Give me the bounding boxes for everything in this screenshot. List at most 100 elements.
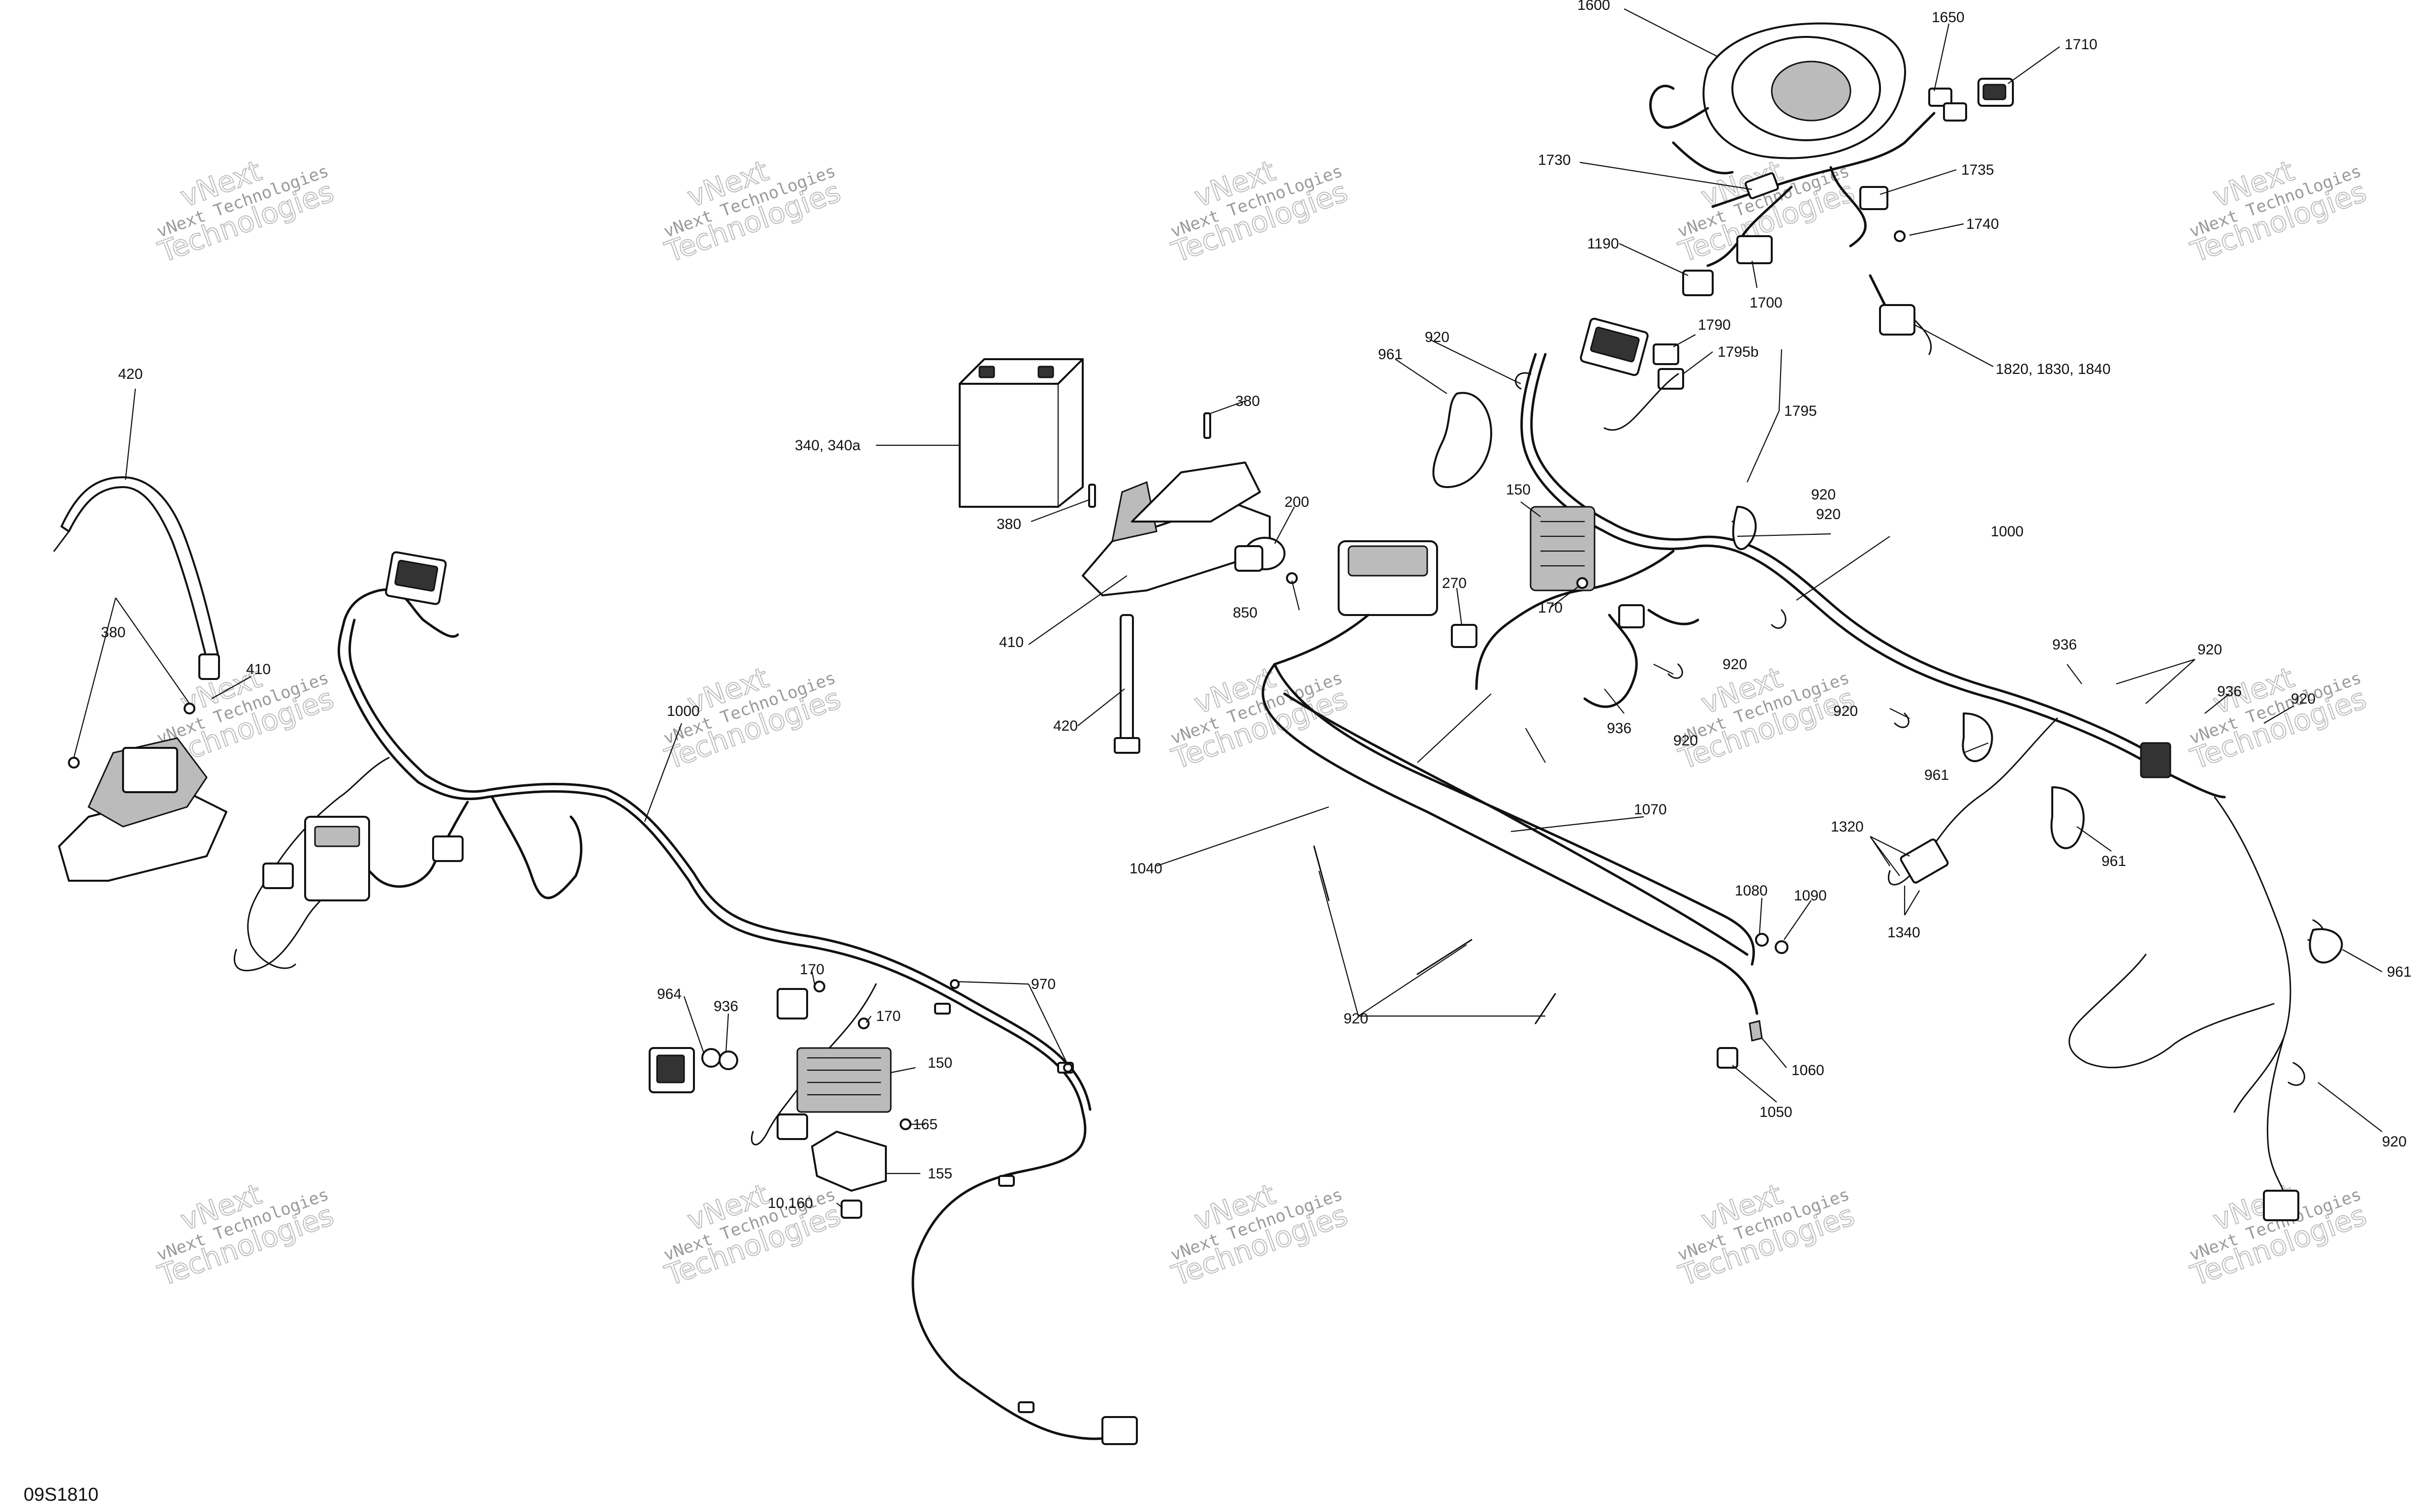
callout-1000-left: 1000: [667, 703, 700, 719]
tie-920-bottom-a: [1313, 845, 1330, 901]
rear-connector-right: [2140, 742, 2171, 778]
bolt-1050: [1717, 1047, 1738, 1069]
callout-1790: 1790: [1698, 317, 1731, 333]
callout-1710: 1710: [2065, 36, 2098, 53]
bolt-970-a: [950, 979, 960, 989]
callout-920-r5: 920: [2197, 642, 2222, 658]
fuse-box-cover: [1348, 545, 1428, 577]
callout-1600: 1600: [1577, 0, 1610, 13]
regulator-150-top: [1530, 506, 1596, 591]
nut-850: [1286, 572, 1298, 584]
connector-left-low: [777, 1113, 808, 1140]
callout-964: 964: [657, 986, 682, 1002]
callout-936-mid: 936: [1607, 720, 1631, 737]
battery-holder-410-center-wall: [1111, 481, 1158, 542]
callout-1320: 1320: [1831, 819, 1864, 835]
callout-420-left: 420: [118, 366, 143, 382]
watermark-10: vNext vNext Technologies Technologies: [2186, 660, 2371, 776]
callout-380-b: 380: [997, 516, 1021, 532]
callout-270: 270: [1442, 575, 1467, 591]
callout-920-r6: 920: [2291, 691, 2316, 707]
switch-1710-face: [1982, 84, 2006, 100]
callout-920-top: 920: [1425, 329, 1449, 345]
sensor-1735: [1859, 186, 1888, 210]
diagram-code: 09S1810: [24, 1484, 98, 1505]
tie-920-bottom-c: [1535, 993, 1556, 1024]
callout-920-r2: 920: [1723, 656, 1747, 673]
callout-410-left: 410: [246, 661, 271, 678]
ring-936-left-b: [719, 1050, 738, 1070]
watermark-13: vNext vNext Technologies Technologies: [1167, 1177, 1352, 1293]
tie-920-right-d: [1894, 712, 1910, 728]
ring-936-left-a: [701, 1048, 721, 1068]
leader-lines: [73, 8, 2382, 1208]
callout-936-r2: 936: [2217, 683, 2242, 700]
callout-410-mid: 410: [999, 634, 1024, 650]
callout-936-left: 936: [714, 998, 738, 1015]
nut-10-160: [841, 1200, 862, 1219]
connector-964-face: [656, 1054, 685, 1083]
connector-1790: [1653, 343, 1679, 365]
callout-961-r3: 961: [2387, 964, 2412, 980]
callout-961-r2: 961: [2101, 853, 2126, 869]
callout-1190: 1190: [1587, 236, 1619, 252]
strap-420-center-foot: [1114, 737, 1140, 754]
callout-1730: 1730: [1538, 152, 1571, 168]
bolt-380-center-b: [1088, 484, 1096, 508]
side-connector-mid: [432, 835, 464, 862]
connector-1650-b: [1943, 102, 1967, 122]
callout-1650: 1650: [1932, 9, 1965, 26]
bolt-170-left-a: [814, 981, 825, 992]
callout-170-a: 170: [800, 961, 824, 978]
nut-1090: [1775, 940, 1788, 954]
callout-420-mid: 420: [1053, 718, 1078, 734]
strap-420-end: [198, 653, 220, 680]
watermark-1: vNext vNext Technologies Technologies: [153, 154, 338, 270]
connector-mid-right: [1618, 604, 1645, 628]
callout-170-mid: 170: [1538, 600, 1563, 616]
connector-1650: [1928, 88, 1952, 107]
callout-380-a: 380: [1235, 393, 1260, 409]
watermark-8: vNext vNext Technologies Technologies: [1167, 660, 1352, 776]
callout-170-b: 170: [876, 1008, 901, 1024]
callout-1050: 1050: [1759, 1104, 1792, 1120]
callout-150-top: 150: [1506, 482, 1531, 498]
tie-920-bottom-b: [1416, 939, 1473, 975]
bolt-380-center-a: [1203, 412, 1211, 439]
bolt-970-b: [1063, 1063, 1073, 1073]
callout-920-bottom: 920: [1344, 1011, 1368, 1027]
strap-420-left: [61, 476, 220, 660]
callout-1820: 1820, 1830, 1840: [1996, 361, 2111, 377]
cover-961-top: [1432, 392, 1492, 488]
callout-920-r1: 920: [1811, 487, 1836, 503]
bolt-380-left-b: [184, 703, 195, 714]
dash-connector-right-inner: [1590, 326, 1640, 363]
gauge-inner: [1771, 61, 1851, 122]
callout-1090: 1090: [1794, 888, 1827, 904]
callout-1060: 1060: [1791, 1062, 1824, 1079]
callout-961-r1: 961: [1924, 767, 1949, 783]
watermark-15: vNext vNext Technologies Technologies: [2186, 1177, 2371, 1293]
watermark-9: vNext vNext Technologies Technologies: [1674, 660, 1859, 776]
battery-terminal-b: [1037, 366, 1054, 378]
callout-1080: 1080: [1735, 883, 1768, 899]
callout-200: 200: [1285, 494, 1309, 510]
callout-936-r1: 936: [2052, 637, 2077, 653]
callout-1795b: 1795b: [1718, 344, 1758, 360]
callout-10-160: 10,160: [768, 1195, 813, 1211]
rear-connector: [1101, 1416, 1138, 1445]
cover-961-r2: [2050, 786, 2085, 849]
bolt-165: [900, 1118, 911, 1130]
strap-420-center: [1120, 614, 1134, 749]
regulator-150-left: [796, 1047, 892, 1113]
callout-150-left: 150: [928, 1055, 952, 1071]
center-parts: [959, 358, 1788, 1069]
watermarks: vNext vNext Technologies Technologies vN…: [153, 154, 2371, 1293]
bracket-155: [811, 1131, 887, 1192]
solenoid-200-body: [1234, 545, 1263, 572]
side-connector-left: [262, 863, 294, 889]
relay-block-left-top: [314, 826, 360, 847]
callout-920-r4: 920: [1833, 703, 1858, 719]
holder-frame-center: [1131, 462, 1261, 523]
